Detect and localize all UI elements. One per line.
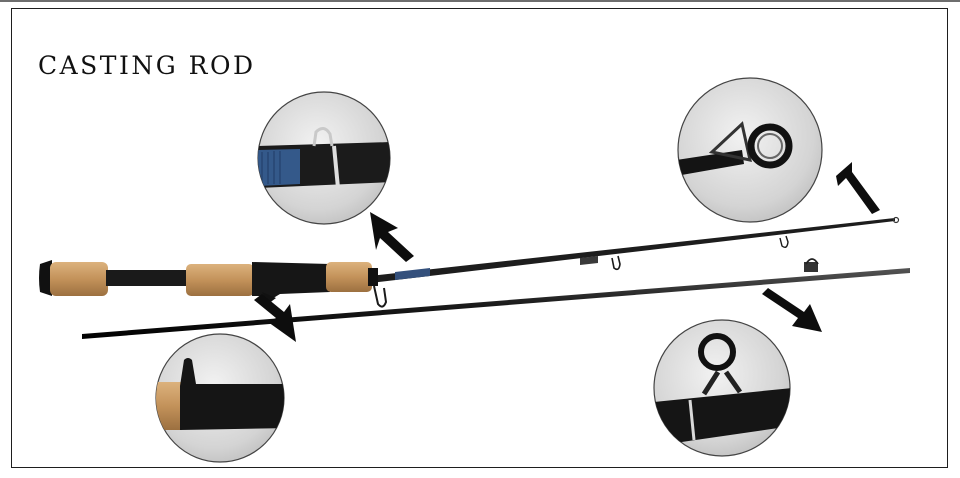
top-rule [0, 0, 960, 2]
rod-handle [39, 260, 378, 304]
line-guide-closeup [653, 319, 791, 457]
hook-keeper-closeup [257, 91, 391, 225]
trigger-grip-closeup [155, 333, 285, 463]
rod-blank-upper [370, 216, 900, 308]
page-title: CASTING ROD [38, 50, 256, 80]
arrow-icon [254, 162, 880, 342]
tip-guide-closeup [677, 77, 823, 223]
